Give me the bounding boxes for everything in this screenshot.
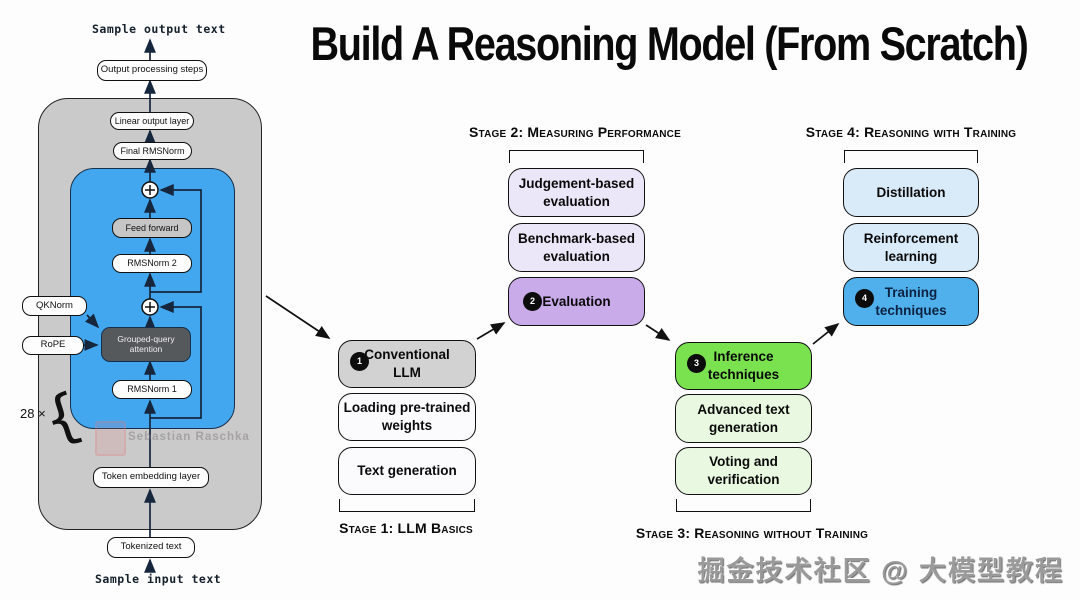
arch-box-attention: Grouped-query attention (101, 327, 191, 362)
stage1-box-label: Conventional LLM (364, 347, 450, 380)
arch-box-linear-output: Linear output layer (110, 112, 194, 130)
arch-box-tokenized-text: Tokenized text (107, 537, 195, 558)
sample-output-text: Sample output text (92, 22, 226, 36)
stage4-bracket (844, 150, 978, 163)
arch-box-token-embedding: Token embedding layer (93, 467, 209, 488)
stage2-box-label: Evaluation (542, 293, 611, 309)
stage1-box-loading-weights: Loading pre-trained weights (338, 393, 476, 441)
stage4-box-distillation: Distillation (843, 168, 979, 217)
stage3-box-inference-techniques: 3 Inference techniques (675, 342, 812, 390)
arch-box-output-processing: Output processing steps (97, 60, 207, 81)
stage4-box-training-techniques: 4 Training techniques (843, 277, 979, 326)
author-watermark: Sebastian Raschka (128, 431, 250, 443)
stage2-header: Stage 2: Measuring Performance (469, 124, 681, 140)
stage4-header: Stage 4: Reasoning with Training (805, 124, 1017, 140)
stage4-box-label: Training techniques (875, 284, 947, 318)
stage3-header: Stage 3: Reasoning without Training (635, 525, 869, 541)
stage2-box-judgement-eval: Judgement-based evaluation (508, 168, 645, 217)
stage1-header: Stage 1: LLM Basics (339, 520, 473, 536)
arch-box-final-rmsnorm: Final RMSNorm (113, 142, 192, 160)
stage1-box-text-generation: Text generation (338, 447, 476, 495)
stage3-box-voting-verification: Voting and verification (675, 447, 812, 495)
stage4-number-badge: 4 (855, 289, 874, 308)
stage1-number-badge: 1 (350, 352, 369, 371)
arch-box-qknorm: QKNorm (22, 296, 87, 316)
stage1-bracket (339, 499, 475, 512)
arch-box-feed-forward: Feed forward (112, 218, 192, 238)
stage1-box-conventional-llm: 1 Conventional LLM (338, 340, 476, 388)
arch-box-rmsnorm1: RMSNorm 1 (112, 380, 192, 399)
stage2-box-benchmark-eval: Benchmark-based evaluation (508, 223, 645, 272)
arch-box-rope: RoPE (22, 336, 84, 355)
stage4-box-reinforcement-learning: Reinforcement learning (843, 223, 979, 272)
community-watermark: 掘金技术社区 @ 大模型教程 (697, 556, 1064, 586)
arch-box-rmsnorm2: RMSNorm 2 (112, 254, 192, 273)
repeat-count-label: 28 × (20, 406, 46, 421)
stage3-bracket (676, 499, 811, 512)
stage2-number-badge: 2 (523, 292, 542, 311)
stage3-box-label: Inference techniques (707, 349, 780, 382)
sample-input-text: Sample input text (95, 572, 222, 586)
stage3-box-advanced-text-gen: Advanced text generation (675, 394, 812, 443)
stage3-number-badge: 3 (687, 354, 706, 373)
stage2-bracket (509, 150, 644, 163)
author-logo-icon (95, 421, 126, 456)
page-title: Build A Reasoning Model (From Scratch) (310, 17, 1029, 71)
stage2-box-evaluation: 2 Evaluation (508, 277, 645, 326)
